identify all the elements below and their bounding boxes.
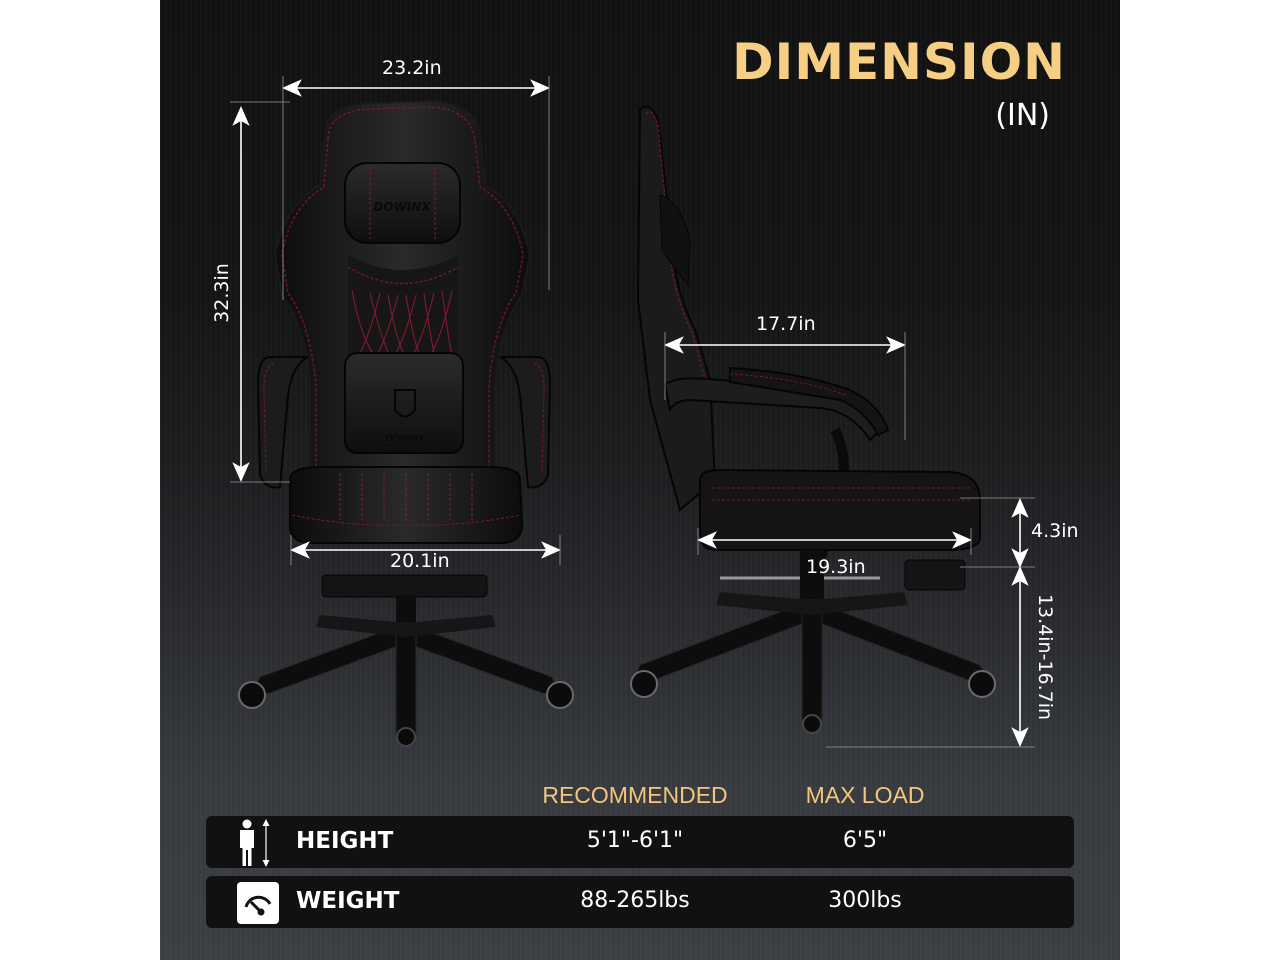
spec-label-height: HEIGHT <box>296 828 394 854</box>
seat-width-label: 20.1in <box>390 550 450 572</box>
armrest-depth-label: 17.7in <box>756 313 816 335</box>
person-height-icon <box>240 819 270 867</box>
weight-max-load-value: 300lbs <box>828 888 902 913</box>
height-recommended-value: 5'1"-6'1" <box>586 828 684 853</box>
dimension-infographic: DIMENSION (IN) DOWINX <box>160 0 1120 960</box>
column-header-max-load: MAX LOAD <box>805 782 925 808</box>
front-dimension-lines <box>230 76 561 565</box>
column-header-recommended: RECOMMENDED <box>542 782 728 808</box>
weight-recommended-value: 88-265lbs <box>580 888 690 913</box>
chair-front-view-image: DOWINX DOWINX <box>238 99 574 747</box>
brand-logo-headrest: DOWINX <box>373 200 431 214</box>
spec-row-height: HEIGHT 5'1"-6'1" 6'5" <box>206 816 1074 868</box>
unit-label: (IN) <box>995 98 1050 133</box>
seat-depth-label: 19.3in <box>806 556 866 578</box>
seat-thickness-label: 4.3in <box>1031 520 1079 542</box>
seat-height-range-label: 13.4in-16.7in <box>1034 593 1056 721</box>
spec-row-weight: WEIGHT 88-265lbs 300lbs <box>206 876 1074 928</box>
weight-gauge-icon <box>237 882 279 924</box>
overall-width-label: 23.2in <box>382 57 442 79</box>
chair-side-view-image <box>630 105 996 734</box>
page-title: DIMENSION <box>732 33 1066 91</box>
spec-label-weight: WEIGHT <box>296 888 400 914</box>
side-dimension-lines <box>664 332 1035 748</box>
height-max-load-value: 6'5" <box>842 828 888 853</box>
brand-logo-lumbar: DOWINX <box>386 434 425 444</box>
